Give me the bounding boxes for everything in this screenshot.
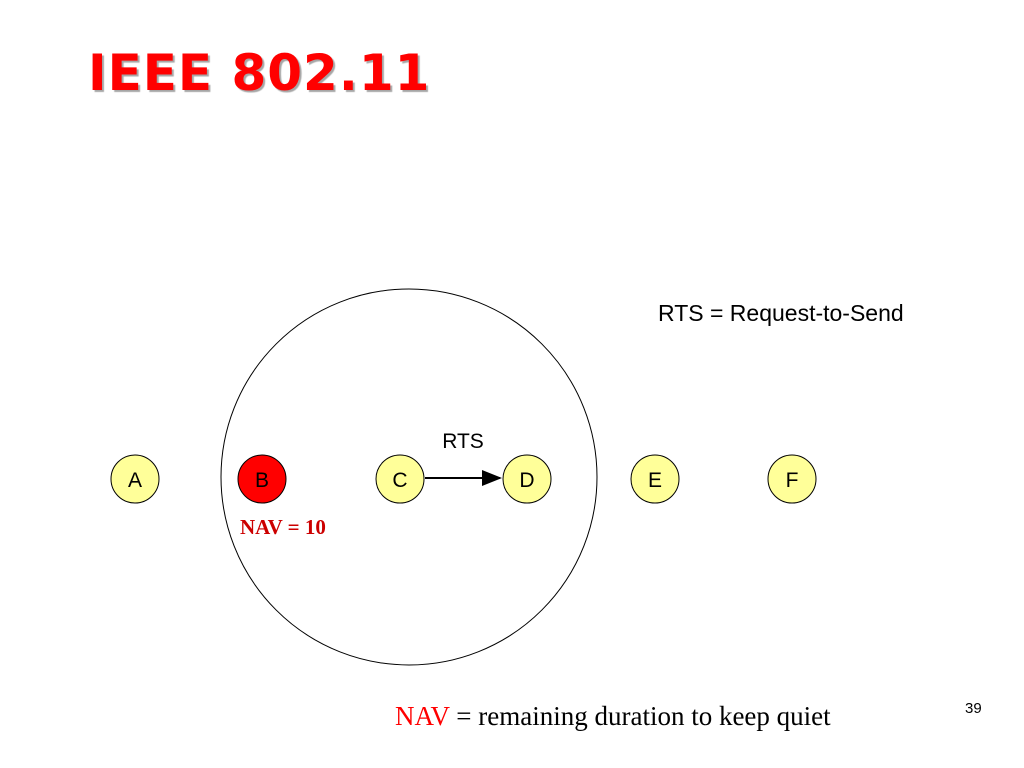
node-d: D	[502, 454, 552, 504]
node-e: E	[630, 454, 680, 504]
node-a-circle	[110, 454, 160, 504]
node-c: C	[375, 454, 425, 504]
node-f-label: F	[786, 469, 799, 492]
node-c-label: C	[392, 469, 407, 492]
node-f: F	[767, 454, 817, 504]
node-f-circle	[767, 454, 817, 504]
slide-title: IEEE 802.11	[88, 44, 431, 102]
node-b: B	[237, 454, 287, 504]
node-a: A	[110, 454, 160, 504]
node-b-circle	[237, 454, 287, 504]
nav-definition-term: NAV	[395, 701, 450, 731]
nav-definition-text: = remaining duration to keep quiet	[449, 701, 831, 731]
page-number: 39	[965, 700, 982, 717]
node-a-label: A	[128, 469, 142, 492]
node-c-circle	[375, 454, 425, 504]
nav-definition: NAV = remaining duration to keep quiet	[395, 701, 831, 732]
transmission-range-circle	[220, 288, 598, 666]
nav-annotation: NAV = 10	[240, 515, 326, 539]
rts-arrow-label: RTS	[442, 430, 484, 453]
node-d-label: D	[519, 469, 534, 492]
rts-definition: RTS = Request-to-Send	[658, 300, 904, 326]
node-e-circle	[630, 454, 680, 504]
node-e-label: E	[648, 469, 662, 492]
node-d-circle	[502, 454, 552, 504]
node-b-label: B	[255, 469, 269, 492]
